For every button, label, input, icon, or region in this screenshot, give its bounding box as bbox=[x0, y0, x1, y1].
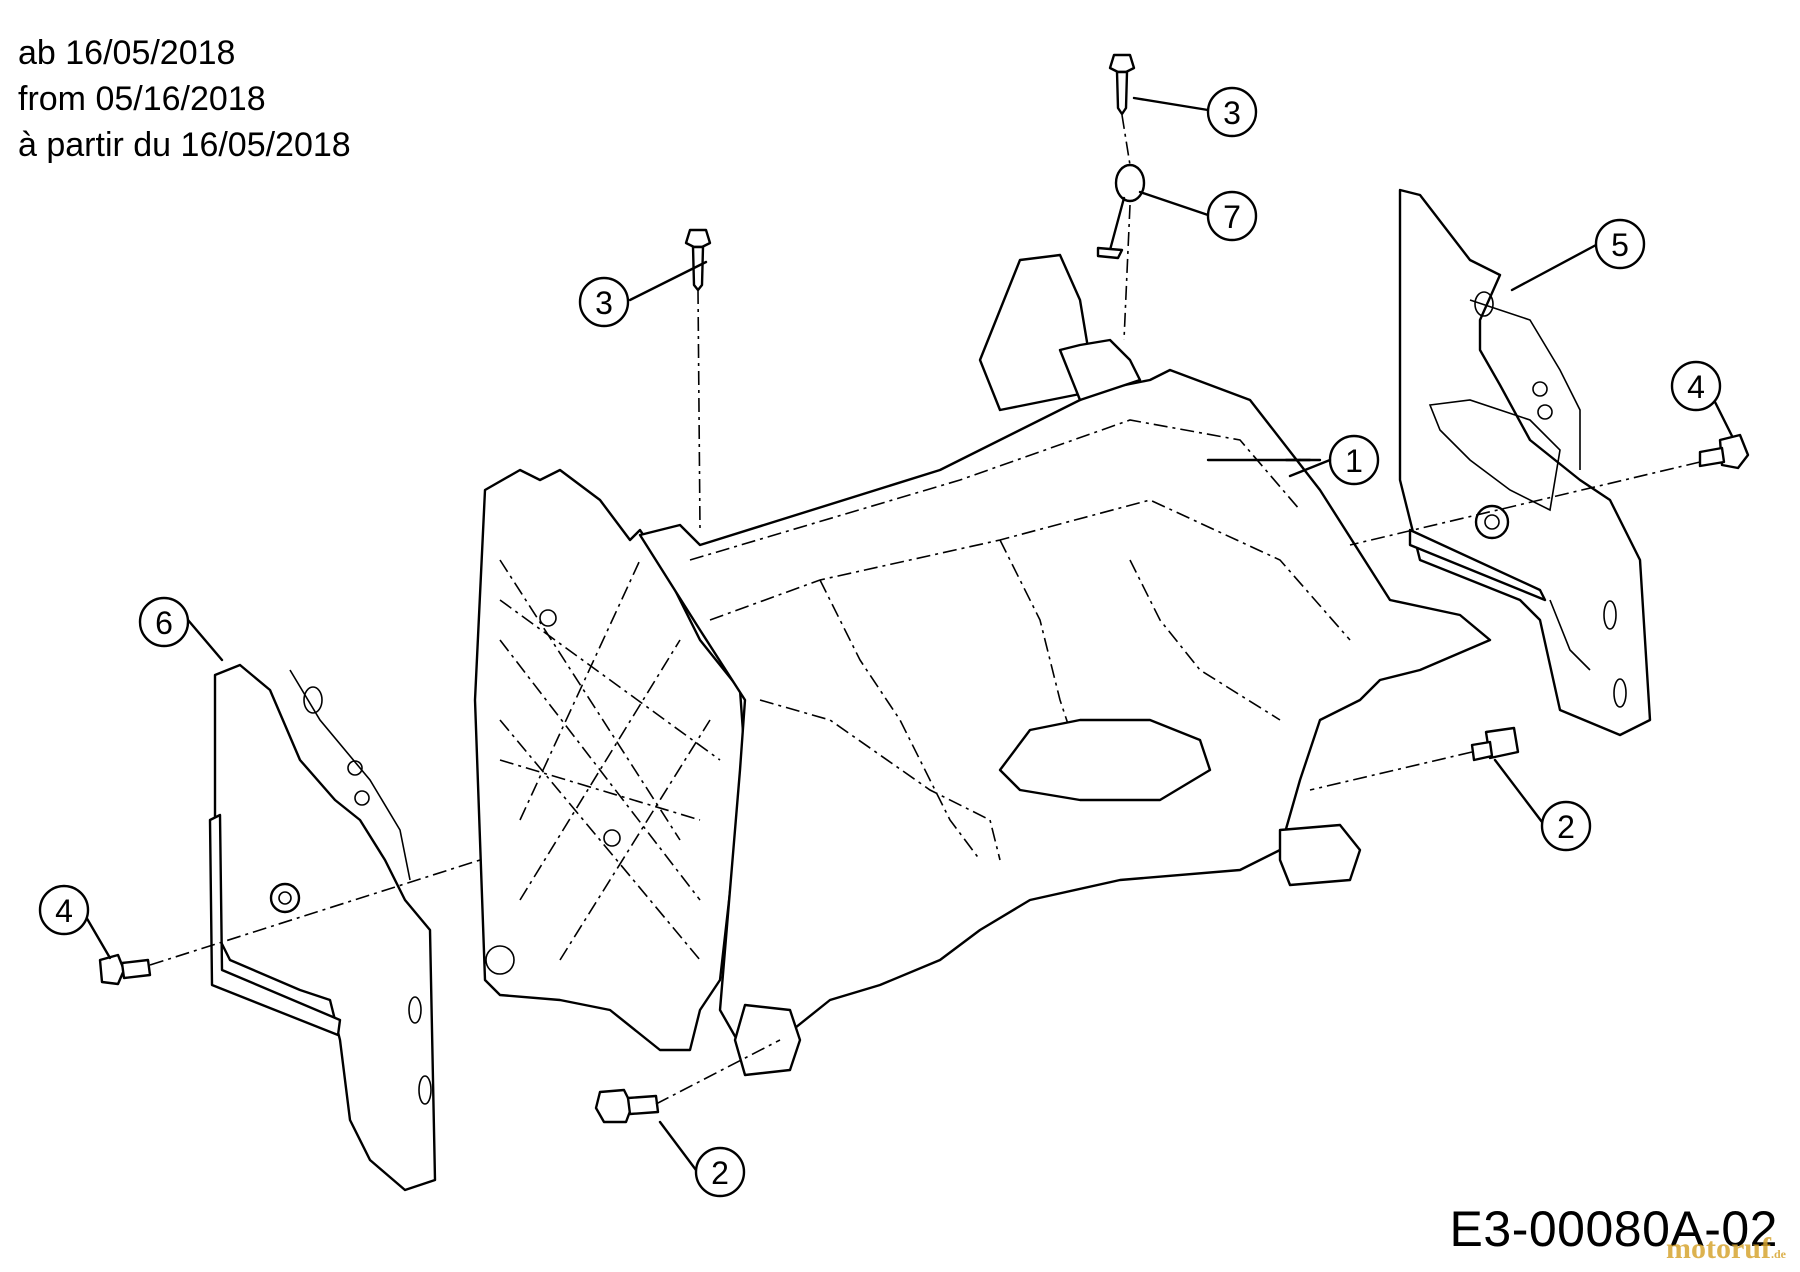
callout-2-right: 2 bbox=[1540, 800, 1592, 852]
right-side-plate[interactable] bbox=[1398, 188, 1652, 737]
svg-text:2: 2 bbox=[1557, 809, 1575, 845]
drawing-code: E3-00080A-02 bbox=[1449, 1201, 1778, 1257]
callout-3-left: 3 bbox=[578, 276, 630, 328]
svg-text:3: 3 bbox=[1223, 95, 1241, 131]
bolt-top-center[interactable] bbox=[1108, 53, 1136, 116]
svg-text:4: 4 bbox=[55, 893, 73, 929]
watermark-logo: motoruf.de bbox=[1666, 1232, 1786, 1266]
bolt-left[interactable] bbox=[98, 953, 152, 986]
svg-text:7: 7 bbox=[1223, 199, 1241, 235]
bolt-bottom-center[interactable] bbox=[594, 1088, 660, 1124]
screw-right-middle[interactable] bbox=[1470, 726, 1520, 762]
ring-pin[interactable] bbox=[1096, 163, 1146, 260]
svg-text:1: 1 bbox=[1345, 443, 1363, 479]
callout-4-right: 4 bbox=[1670, 360, 1722, 412]
bolt-right[interactable] bbox=[1698, 433, 1750, 470]
validity-dates: ab 16/05/2018 from 05/16/2018 à partir d… bbox=[18, 30, 351, 168]
svg-text:2: 2 bbox=[711, 1155, 729, 1191]
bolt-top-left[interactable] bbox=[684, 228, 712, 292]
date-en: from 05/16/2018 bbox=[18, 80, 266, 118]
callout-1: 1 bbox=[1288, 434, 1380, 486]
svg-text:3: 3 bbox=[595, 285, 613, 321]
svg-text:5: 5 bbox=[1611, 227, 1629, 263]
callout-4-left: 4 bbox=[38, 884, 90, 936]
callout-3-top: 3 bbox=[1206, 86, 1258, 138]
svg-text:6: 6 bbox=[155, 605, 173, 641]
callout-2-bottom: 2 bbox=[694, 1146, 746, 1198]
callout-6: 6 bbox=[138, 596, 190, 648]
callout-7: 7 bbox=[1206, 190, 1258, 242]
watermark-brand: motoruf bbox=[1666, 1232, 1771, 1265]
date-de: ab 16/05/2018 bbox=[18, 34, 236, 72]
housing-part[interactable] bbox=[473, 253, 1492, 1077]
date-fr: à partir du 16/05/2018 bbox=[18, 126, 351, 164]
callout-5: 5 bbox=[1594, 218, 1646, 270]
left-side-plate[interactable] bbox=[208, 663, 437, 1192]
watermark-suffix: .de bbox=[1771, 1247, 1786, 1261]
svg-text:4: 4 bbox=[1687, 369, 1705, 405]
